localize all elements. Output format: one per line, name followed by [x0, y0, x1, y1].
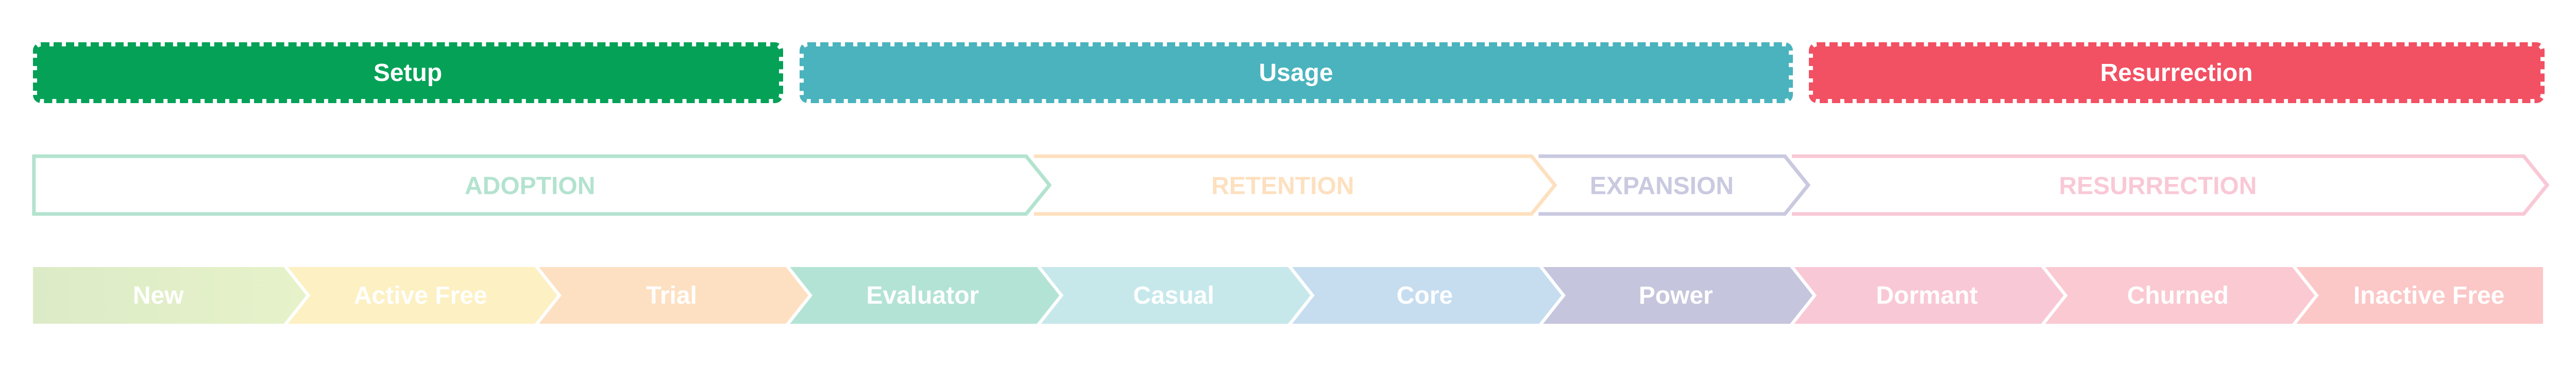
segment-label: Active Free — [353, 281, 487, 309]
segment-dormant: Dormant — [1794, 267, 2064, 324]
phase-setup: Setup — [32, 42, 783, 103]
segment-label: Evaluator — [866, 281, 979, 309]
stage-label-resurrection: RESURRECTION — [2059, 173, 2257, 200]
segment-new: New — [32, 267, 307, 324]
segment-evaluator: Evaluator — [790, 267, 1060, 324]
segment-power: Power — [1543, 267, 1813, 324]
stage-label-retention: RETENTION — [1211, 173, 1354, 200]
segment-label: Dormant — [1876, 281, 1978, 309]
segment-label: Core — [1396, 281, 1453, 309]
stage-resurrection-arrow — [1792, 154, 2550, 216]
stage-label-adoption: ADOPTION — [465, 173, 595, 200]
phase-label: Setup — [373, 59, 443, 87]
segment-core: Core — [1292, 267, 1562, 324]
segment-inactive-free: Inactive Free — [2296, 267, 2544, 324]
segment-label: New — [132, 281, 184, 309]
phase-label: Usage — [1259, 59, 1333, 87]
segment-label: Casual — [1133, 281, 1214, 309]
phase-usage: Usage — [799, 42, 1793, 103]
phase-label: Resurrection — [2100, 59, 2253, 87]
segment-active-free: Active Free — [287, 267, 557, 324]
stage-adoption-arrow — [32, 154, 1052, 216]
stage-expansion-arrow — [1538, 154, 1811, 216]
phase-resurrection: Resurrection — [1808, 42, 2545, 103]
segment-trial: Trial — [539, 267, 808, 324]
segment-label: Power — [1638, 281, 1713, 309]
segment-label: Churned — [2127, 281, 2229, 309]
segment-casual: Casual — [1041, 267, 1311, 324]
stage-retention-arrow — [1033, 154, 1557, 216]
segment-churned: Churned — [2045, 267, 2315, 324]
stage-label-expansion: EXPANSION — [1590, 173, 1734, 200]
segment-label: Trial — [646, 281, 697, 309]
segment-label: Inactive Free — [2353, 281, 2505, 309]
